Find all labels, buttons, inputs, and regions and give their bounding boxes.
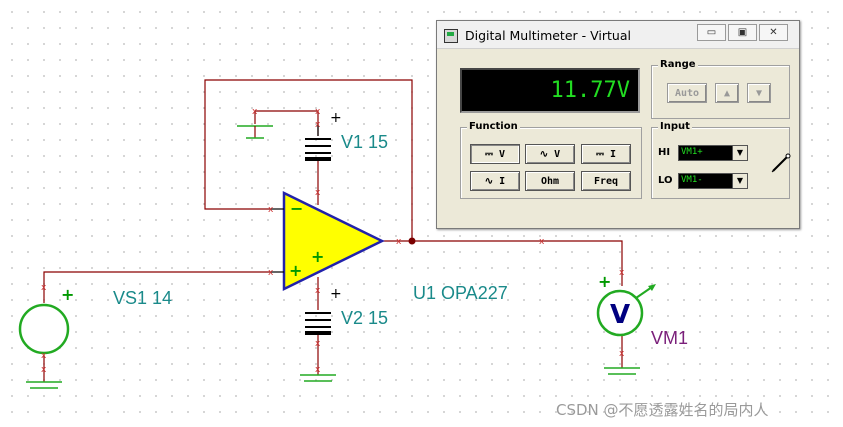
vm1-label: VM1 — [651, 328, 688, 348]
minimize-button[interactable]: ▭ — [697, 24, 726, 41]
v1-plus-sign: + — [330, 110, 342, 126]
voltmeter-vm1[interactable]: V + — [596, 272, 656, 337]
arrow-down-icon: ▼ — [755, 88, 763, 99]
svg-text:x: x — [539, 237, 545, 247]
probe-icon[interactable] — [770, 152, 792, 174]
ac-voltage-button[interactable]: ∿ V — [525, 144, 575, 164]
reading-display: 11.77V — [460, 68, 640, 113]
opamp-minus-sign: − — [290, 199, 303, 218]
svg-text:x: x — [396, 237, 402, 247]
battery-v1[interactable]: + — [305, 110, 342, 161]
svg-text:x: x — [41, 351, 47, 361]
arrow-up-icon: ▲ — [723, 88, 731, 99]
function-group: Function ⎓ V ∿ V ⎓ I ∿ I Ohm Freq — [460, 121, 642, 199]
window-title: Digital Multimeter - Virtual — [465, 28, 631, 43]
opamp-plus-sign-2: + — [311, 247, 324, 266]
multimeter-app-icon — [444, 29, 458, 43]
svg-text:x: x — [268, 205, 274, 215]
range-up-button[interactable]: ▲ — [715, 83, 739, 103]
dc-voltage-button[interactable]: ⎓ V — [470, 144, 520, 164]
hi-label: HI — [658, 147, 671, 158]
multimeter-titlebar[interactable]: Digital Multimeter - Virtual ▭ ▣ ✕ — [437, 21, 799, 49]
close-button[interactable]: ✕ — [759, 24, 788, 41]
output-wire[interactable] — [382, 240, 623, 286]
range-down-button[interactable]: ▼ — [747, 83, 771, 103]
auto-range-button[interactable]: Auto — [667, 83, 707, 103]
freq-button[interactable]: Freq — [581, 171, 631, 191]
svg-text:x: x — [315, 107, 321, 117]
svg-text:x: x — [619, 268, 625, 278]
svg-text:x: x — [315, 120, 321, 130]
input-label: Input — [658, 121, 692, 132]
svg-text:x: x — [619, 349, 625, 359]
svg-text:x: x — [315, 188, 321, 198]
lo-select[interactable]: VM1- ▼ — [678, 173, 748, 189]
svg-text:x: x — [41, 283, 47, 293]
reading-value: 11.77V — [550, 78, 630, 103]
v1-wire[interactable] — [255, 110, 319, 136]
output-junction — [408, 237, 416, 245]
function-label: Function — [467, 121, 520, 132]
ac-current-button[interactable]: ∿ I — [470, 171, 520, 191]
vm1-plus-sign: + — [598, 272, 611, 291]
chevron-down-icon: ▼ — [732, 146, 747, 160]
range-label: Range — [658, 59, 698, 70]
restore-button[interactable]: ▣ — [728, 24, 757, 41]
hi-select[interactable]: VM1+ ▼ — [678, 145, 748, 161]
v2-label: V2 15 — [341, 308, 388, 328]
vs1-label: VS1 14 — [113, 288, 172, 308]
svg-text:x: x — [268, 268, 274, 278]
voltage-source-vs1[interactable]: + — [18, 285, 74, 355]
vs1-plus-sign: + — [61, 285, 74, 304]
range-group: Range Auto ▲ ▼ — [651, 59, 790, 119]
svg-text:x: x — [315, 339, 321, 349]
watermark: CSDN @不愿透露姓名的局内人 — [556, 401, 769, 419]
battery-v2[interactable]: + — [305, 286, 342, 335]
multimeter-window[interactable]: Digital Multimeter - Virtual ▭ ▣ ✕ 11.77… — [436, 20, 800, 229]
feedback-wire[interactable] — [204, 79, 413, 241]
lo-label: LO — [658, 175, 673, 186]
lo-select-value: VM1- — [681, 175, 703, 185]
hi-select-value: VM1+ — [681, 147, 703, 157]
ground-symbol-v2 — [300, 374, 336, 382]
chevron-down-icon: ▼ — [732, 174, 747, 188]
opamp-label: U1 OPA227 — [413, 283, 508, 303]
v1-label: V1 15 — [341, 132, 388, 152]
svg-text:x: x — [41, 365, 47, 375]
dc-current-button[interactable]: ⎓ I — [581, 144, 631, 164]
ohm-button[interactable]: Ohm — [525, 171, 575, 191]
svg-text:x: x — [315, 286, 321, 296]
v2-plus-sign: + — [330, 286, 342, 302]
ground-symbol-vm1 — [604, 367, 640, 375]
svg-text:x: x — [252, 107, 258, 117]
voltmeter-symbol: V — [610, 300, 630, 330]
opamp-plus-sign: + — [289, 261, 302, 280]
input-group: Input HI VM1+ ▼ LO VM1- ▼ — [651, 121, 792, 199]
ground-symbol-vs1 — [26, 381, 62, 389]
input-wire[interactable] — [43, 271, 270, 303]
opamp-u1[interactable]: − + + — [270, 190, 385, 292]
svg-text:x: x — [315, 365, 321, 375]
ground-symbol-v1 — [237, 125, 273, 139]
